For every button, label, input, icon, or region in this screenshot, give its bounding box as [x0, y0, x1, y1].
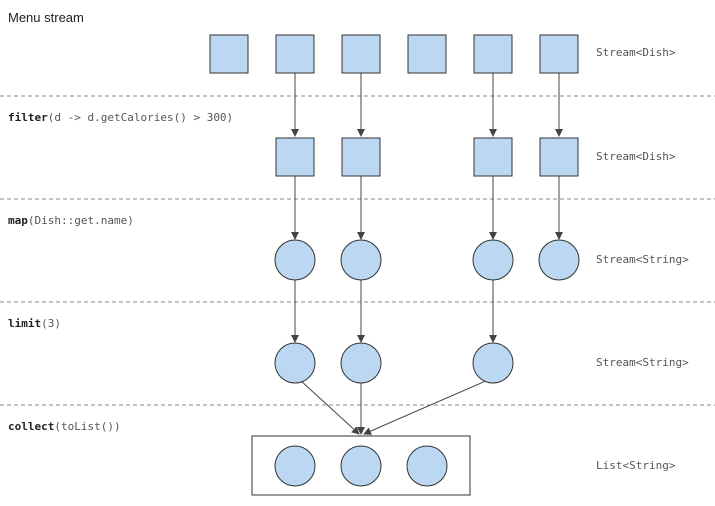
- diagram-title: Menu stream: [8, 10, 84, 25]
- dish-element: [539, 137, 579, 177]
- type-label-source: Stream<Dish>: [596, 46, 676, 59]
- flow-arrows: [291, 72, 563, 435]
- limit-operation-label: limit(3): [8, 317, 61, 330]
- collected-list-elements: [274, 445, 448, 487]
- arrow: [299, 379, 360, 435]
- string-element: [340, 239, 382, 281]
- type-label-filter: Stream<Dish>: [596, 150, 676, 163]
- dish-element: [275, 137, 315, 177]
- string-element: [274, 445, 316, 487]
- operation-args: (Dish::get.name): [27, 214, 134, 227]
- operation-keyword: collect: [8, 420, 55, 433]
- string-element: [472, 239, 514, 281]
- string-element: [472, 342, 514, 384]
- dish-element: [209, 34, 249, 74]
- limited-stream-elements: [274, 342, 514, 384]
- operation-args: (3): [41, 317, 61, 330]
- type-label-collect: List<String>: [596, 459, 676, 472]
- type-label-limit: Stream<String>: [596, 356, 689, 369]
- operation-args: (toList()): [54, 420, 121, 433]
- string-element: [340, 342, 382, 384]
- source-stream-elements: [209, 34, 579, 74]
- dish-element: [473, 34, 513, 74]
- map-operation-label: map(Dish::get.name): [8, 214, 134, 227]
- operation-keyword: filter: [8, 111, 48, 124]
- dish-element: [341, 137, 381, 177]
- collect-operation-label: collect(toList()): [8, 420, 121, 433]
- dish-element: [341, 34, 381, 74]
- filter-operation-label: filter(d -> d.getCalories() > 300): [8, 111, 233, 124]
- string-element: [274, 342, 316, 384]
- operation-keyword: limit: [8, 317, 42, 330]
- list-container: [251, 435, 471, 496]
- type-label-map: Stream<String>: [596, 253, 689, 266]
- string-element: [274, 239, 316, 281]
- dish-element: [539, 34, 579, 74]
- stage-dividers: [0, 95, 715, 406]
- string-element: [340, 445, 382, 487]
- dish-element: [275, 34, 315, 74]
- filtered-stream-elements: [275, 137, 579, 177]
- arrow: [363, 379, 489, 435]
- mapped-stream-elements: [274, 239, 580, 281]
- string-element: [538, 239, 580, 281]
- operation-keyword: map: [8, 214, 28, 227]
- operation-args: (d -> d.getCalories() > 300): [47, 111, 234, 124]
- string-element: [406, 445, 448, 487]
- dish-element: [407, 34, 447, 74]
- dish-element: [473, 137, 513, 177]
